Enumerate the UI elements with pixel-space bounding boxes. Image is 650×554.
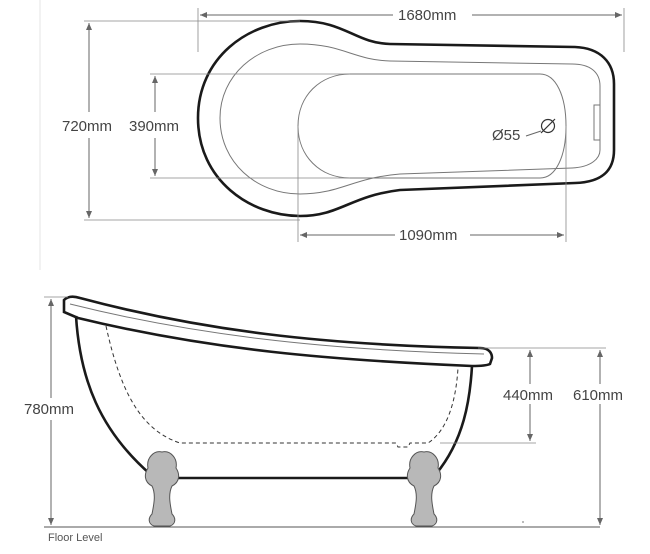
- top-basin: [297, 73, 567, 179]
- height-label: 780mm: [24, 401, 74, 418]
- foot-right-icon: [406, 451, 442, 527]
- floor-level-label: Floor Level: [48, 532, 102, 544]
- side-view: Floor Level 780mm 440mm 610mm: [24, 295, 623, 544]
- inner-length-label: 1090mm: [399, 227, 457, 244]
- top-view: Ø55 1680mm 720mm 390mm 1090mm: [39, 0, 625, 270]
- side-rim-inner: [69, 303, 485, 355]
- drain-leader: [525, 130, 542, 137]
- drain-label: Ø55: [492, 127, 520, 144]
- side-body-left: [74, 315, 151, 475]
- drain-slash: [540, 118, 556, 134]
- depth-label: 440mm: [503, 387, 553, 404]
- side-body-right: [434, 365, 474, 475]
- inner-width-label: 390mm: [129, 118, 179, 135]
- foot-left-icon: [144, 451, 180, 527]
- top-inner-rim: [219, 43, 601, 195]
- drain-icon: [540, 118, 556, 134]
- width-label: 720mm: [62, 118, 112, 135]
- side-basin-dashed: [105, 325, 459, 448]
- top-outer-outline: [196, 19, 616, 218]
- rim-height-label: 610mm: [573, 387, 623, 404]
- top-overflow-notch: [593, 104, 600, 141]
- side-rim: [62, 295, 494, 368]
- length-label: 1680mm: [398, 7, 456, 24]
